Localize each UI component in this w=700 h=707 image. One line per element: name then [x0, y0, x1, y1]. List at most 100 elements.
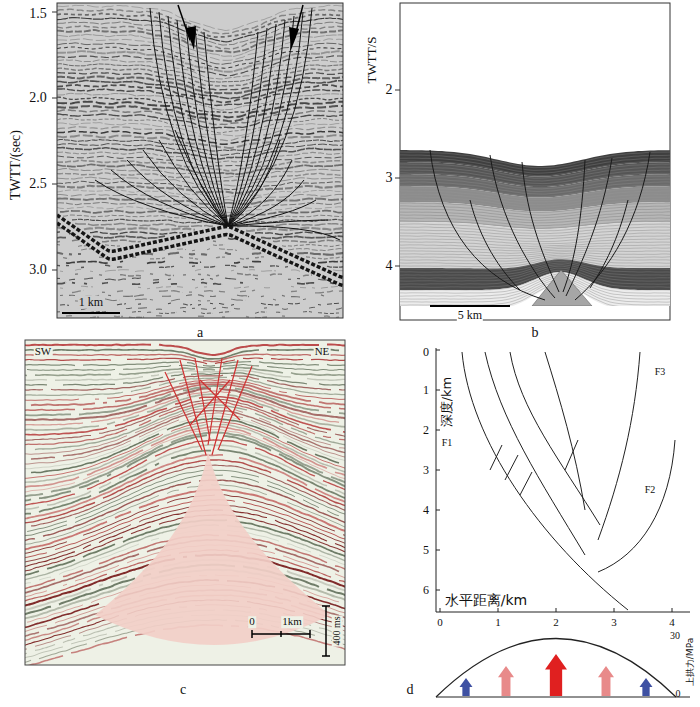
force-arrow [640, 678, 653, 696]
seismic-section [60, 273, 318, 276]
seismic-section [159, 140, 228, 226]
seismic-section [25, 358, 345, 364]
force-arrow [545, 654, 567, 696]
fault-model [556, 608, 557, 612]
panel-letter: c [179, 683, 187, 698]
seismic-section [228, 12, 303, 226]
axis-tick [52, 184, 57, 185]
seismic-section [25, 340, 345, 665]
fault-label: F3 [654, 367, 667, 378]
seismic-section [532, 270, 592, 306]
seismic-section [195, 28, 228, 226]
seismic-section [57, 114, 343, 128]
fault-model [598, 440, 675, 572]
seismic-section [57, 244, 343, 246]
fault-model [672, 608, 673, 612]
fault-model [510, 352, 600, 525]
fault-label: F2 [644, 485, 657, 496]
scale-label: 5 km [457, 309, 483, 322]
seismic-section [228, 220, 328, 226]
seismic-section [228, 8, 312, 226]
seismic-section [143, 150, 228, 226]
seismic-section [57, 223, 343, 226]
panel-letter: a [196, 326, 204, 341]
direction-label: SW [34, 346, 53, 358]
seismic-section [57, 290, 343, 293]
seismic-section [400, 194, 670, 205]
tick-label: 5 [422, 544, 430, 557]
seismic-section [218, 366, 252, 450]
tick-label: 3 [610, 617, 618, 629]
tick-label: 0 [436, 617, 444, 629]
fault-model [436, 470, 440, 471]
fault-model [545, 352, 585, 510]
fault-model [436, 350, 440, 351]
tick-label: 3 [422, 464, 430, 477]
seismic-section [60, 211, 343, 217]
seismic-section [400, 252, 670, 256]
axis-tick [52, 98, 57, 99]
seismic-section [63, 299, 343, 301]
fault-model [436, 348, 690, 612]
seismic-section [400, 212, 670, 221]
seismic-section [60, 286, 339, 289]
direction-label: NE [314, 346, 331, 358]
seismic-section [400, 236, 670, 242]
seismic-section [400, 248, 670, 251]
seismic-section [177, 20, 228, 226]
seismic-section [57, 257, 343, 260]
seismic-section [25, 354, 345, 361]
fault-model [520, 472, 532, 495]
seismic-section [57, 3, 343, 318]
seismic-section [400, 282, 670, 305]
seismic-section [60, 269, 343, 272]
salt-diapir [95, 452, 330, 645]
tick-label: 2 [422, 424, 430, 437]
scale-bar [322, 606, 330, 656]
seismic-section [400, 260, 670, 270]
seismic-section [400, 268, 670, 284]
force-arrow [498, 666, 514, 696]
seismic-section [400, 161, 670, 176]
seismic-section [400, 182, 670, 194]
seismic-section [168, 16, 228, 226]
tick-label: 1 [494, 617, 502, 629]
seismic-section [228, 226, 340, 240]
scale-label: 400 ms [332, 615, 343, 646]
seismic-section [57, 97, 343, 112]
seismic-section [25, 400, 345, 441]
seismic-section [57, 261, 343, 263]
tick-label: 2.5 [28, 177, 48, 192]
seismic-section [159, 12, 228, 226]
axis-title: TWTT/S [365, 36, 379, 85]
seismic-section [228, 32, 258, 226]
tick-label: 1.5 [28, 7, 48, 22]
scale-label: 1km [281, 616, 303, 628]
seismic-section [25, 424, 345, 482]
axis-title: TWTT/(sec) [9, 129, 24, 201]
seismic-section [400, 173, 670, 186]
force-arrow [598, 666, 614, 696]
fault-model [462, 352, 628, 610]
seismic-section [195, 358, 210, 440]
seismic-section [400, 203, 670, 213]
tick-label: 1 [422, 384, 430, 397]
seismic-section [127, 160, 228, 226]
seismic-section [228, 16, 294, 226]
seismic-section [57, 265, 343, 267]
seismic-section [400, 263, 670, 275]
seismic-section [400, 179, 670, 192]
seismic-section [400, 200, 670, 210]
scale-label: 1 km [78, 296, 104, 309]
seismic-section [228, 28, 267, 226]
seismic-section [180, 360, 206, 455]
seismic-section [400, 239, 670, 244]
seismic-section [228, 20, 285, 226]
fault-model [498, 608, 499, 612]
tick-label: 2.0 [28, 91, 48, 106]
tick-label: 4 [422, 504, 430, 517]
seismic-section [400, 176, 670, 189]
seismic-section [400, 257, 670, 264]
